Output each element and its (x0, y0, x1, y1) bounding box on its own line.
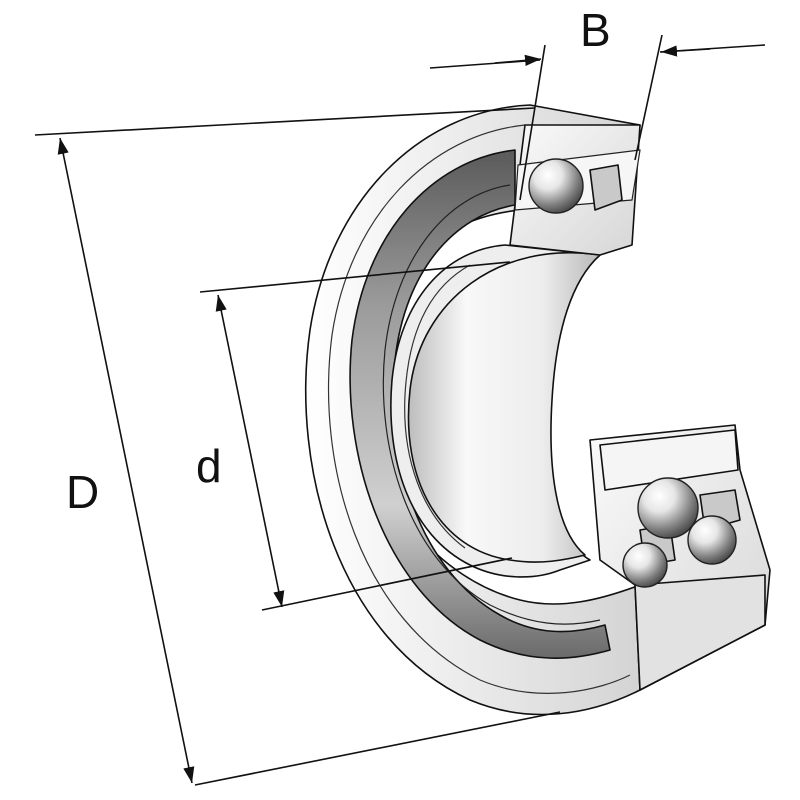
balls (528, 158, 737, 588)
shield-lip (382, 184, 601, 625)
rolling-ball-icon (622, 542, 668, 588)
lower-outer-block (634, 574, 766, 691)
bore-edge (404, 264, 471, 549)
rolling-ball-icon (528, 158, 584, 214)
d-extension-top (199, 261, 511, 293)
dimension-arrow-icon (215, 294, 285, 608)
upper-cage (589, 164, 623, 211)
D-extension-top (34, 107, 536, 136)
outer-ring-chamfer (327, 124, 631, 694)
dimension-arrow-icon (660, 45, 711, 57)
dimension-label-D: D (66, 466, 99, 518)
dimension-label-d: d (196, 440, 222, 492)
dimension-arrow-icon (57, 137, 195, 784)
B-extension-left (519, 44, 546, 201)
B-extension-right (634, 34, 663, 161)
rolling-ball-icon (687, 515, 737, 565)
lower-inner-block (599, 429, 739, 491)
D-extension-bottom (194, 711, 561, 786)
dimension-arrow-icon (494, 54, 542, 66)
d-extension-bottom (261, 557, 513, 611)
dimension-lines (34, 34, 766, 786)
bearing-drawing (304, 104, 771, 716)
dimension-label-B: B (580, 4, 611, 56)
bore (407, 251, 601, 563)
rolling-ball-icon (637, 477, 699, 539)
